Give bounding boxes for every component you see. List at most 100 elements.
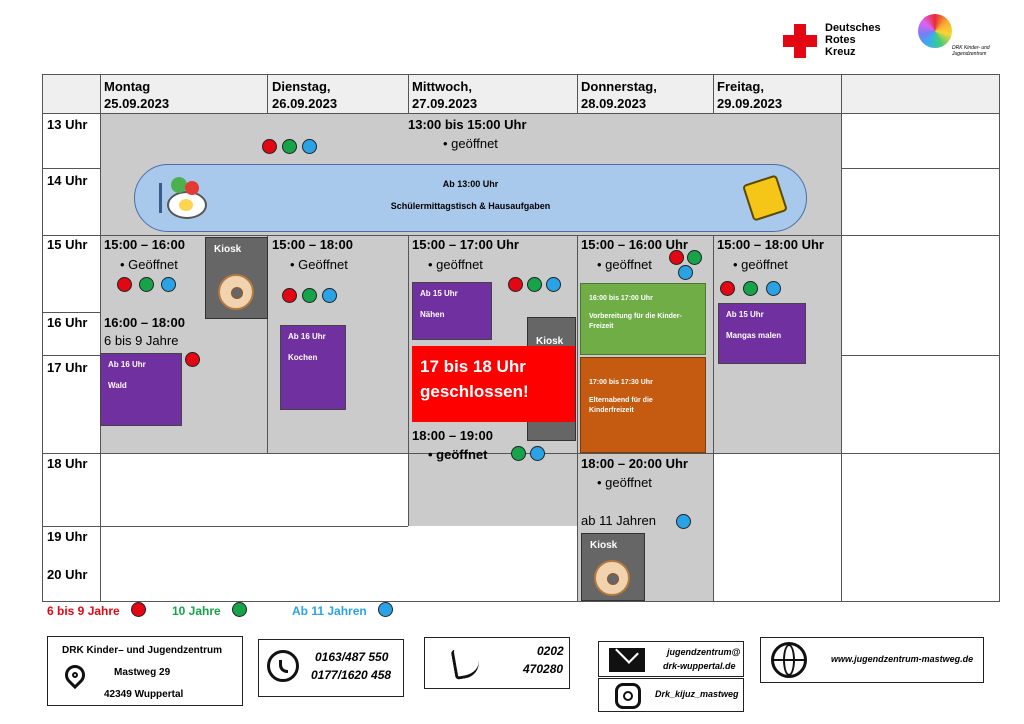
drk-name-line: Deutsches (825, 22, 881, 34)
hour-label: 18 Uhr (47, 456, 88, 471)
email-box: jugendzentrum@ drk-wuppertal.de (598, 640, 744, 677)
drk-name-line: Rotes (825, 34, 856, 46)
location-pin-icon (60, 660, 90, 697)
age-dot-blue (302, 139, 317, 154)
day-date: 25.09.2023 (104, 96, 170, 111)
age-dot-red (720, 281, 735, 296)
address-box: DRK Kinder– und Jugendzentrum Mastweg 29… (47, 636, 243, 706)
hour-label: 15 Uhr (47, 237, 88, 252)
phone-line1[interactable]: 0202 (537, 644, 564, 658)
monday-time1: 15:00 – 16:00 (104, 237, 185, 252)
status-text: geöffnet (436, 447, 488, 462)
legend-label: Ab 11 Jahren (292, 604, 367, 618)
age-dot-red (131, 602, 146, 617)
thursday-green-box: 16:00 bis 17:00 Uhr Vorbereitung für die… (580, 283, 706, 355)
tuesday-time1: 15:00 – 18:00 (272, 237, 353, 252)
thursday-time2: 18:00 – 20:00 Uhr (581, 456, 688, 471)
activity-name: Nähen (420, 309, 445, 319)
age-dot-blue (546, 277, 561, 292)
thursday-status1: • geöffnet (597, 257, 652, 272)
day-date: 26.09.2023 (272, 96, 338, 111)
hour-label: 16 Uhr (47, 315, 88, 330)
friday-status1: • geöffnet (733, 257, 788, 272)
address-line3: 42349 Wuppertal (104, 689, 184, 700)
age-dot-red (669, 250, 684, 265)
phone-box: 0202 470280 (424, 637, 570, 689)
whatsapp-number1[interactable]: 0163/487 550 (315, 650, 389, 664)
phone-icon (450, 645, 482, 681)
wednesday-status2: • geöffnet (428, 447, 488, 462)
top-block-time: 13:00 bis 15:00 Uhr (408, 117, 527, 132)
age-dot-green (687, 250, 702, 265)
instagram-icon (615, 683, 641, 709)
legend-green: 10 Jahre (172, 604, 221, 618)
donut-icon (218, 274, 254, 310)
friday-time1: 15:00 – 18:00 Uhr (717, 237, 824, 252)
status-text: geöffnet (605, 257, 652, 272)
thursday-age: ab 11 Jahren (581, 513, 656, 528)
hour-label: 20 Uhr (47, 567, 88, 582)
age-dot-red (117, 277, 132, 292)
age-dot-red (508, 277, 523, 292)
activity-name: Vorbereitung für die Kinder-Freizeit (589, 313, 682, 331)
meal-icon (159, 173, 209, 221)
thursday-time1: 15:00 – 16:00 Uhr (581, 237, 688, 252)
whatsapp-icon (267, 650, 299, 682)
age-dot-blue (322, 288, 337, 303)
monday-kiosk: Kiosk (205, 237, 268, 319)
colorful-splash-icon (918, 14, 952, 48)
activity-name: Mangas malen (726, 330, 782, 340)
wednesday-status1: • geöffnet (428, 257, 483, 272)
wednesday-closed-box: 17 bis 18 Uhr geschlossen! (412, 346, 575, 422)
kiosk-label: Kiosk (214, 244, 242, 255)
status-text: geöffnet (605, 475, 652, 490)
age-dot-blue (678, 265, 693, 280)
thursday-orange-box: 17:00 bis 17:30 Uhr Elternabend für die … (580, 357, 706, 453)
monday-time2: 16:00 – 18:00 (104, 315, 185, 330)
age-dot-blue (161, 277, 176, 292)
hour-label: 14 Uhr (47, 173, 88, 188)
status-text: geöffnet (436, 257, 483, 272)
address-line1: DRK Kinder– und Jugendzentrum (62, 645, 223, 656)
logo-text: Jugendzentrum (952, 51, 987, 57)
monday-status1: • Geöffnet (120, 257, 178, 272)
wednesday-time2: 18:00 – 19:00 (412, 428, 493, 443)
whatsapp-number2[interactable]: 0177/1620 458 (311, 668, 392, 682)
age-dot-blue (378, 602, 393, 617)
top-block-status: • geöffnet (443, 136, 498, 151)
closed-time: 17 bis 18 Uhr (420, 357, 526, 376)
drk-name-line: Kreuz (825, 46, 856, 58)
age-dot-green (232, 602, 247, 617)
status-text: geöffnet (451, 136, 498, 151)
kiosk-label: Kiosk (590, 540, 618, 551)
phone-line2[interactable]: 470280 (523, 662, 564, 676)
instagram-handle[interactable]: Drk_kijuz_mastweg (655, 689, 739, 699)
monday-age: 6 bis 9 Jahre (104, 333, 179, 348)
day-header-thursday: Donnerstag, 28.09.2023 (581, 78, 657, 112)
tuesday-status1: • Geöffnet (290, 257, 348, 272)
day-date: 29.09.2023 (717, 96, 783, 111)
activity-time: 17:00 bis 17:30 Uhr (589, 379, 653, 386)
activity-time: Ab 15 Uhr (726, 310, 764, 319)
day-name: Donnerstag, (581, 79, 657, 94)
legend-label: 10 Jahre (172, 604, 221, 618)
age-dot-red (185, 352, 200, 367)
age-dot-blue (676, 514, 691, 529)
website-url[interactable]: www.jugendzentrum-mastweg.de (831, 654, 974, 664)
day-name: Mittwoch, (412, 79, 472, 94)
closed-text: geschlossen! (420, 382, 529, 401)
hour-label: 13 Uhr (47, 117, 88, 132)
activity-time: 16:00 bis 17:00 Uhr (589, 295, 653, 302)
wednesday-time1: 15:00 – 17:00 Uhr (412, 237, 519, 252)
hour-label: 17 Uhr (47, 360, 88, 375)
age-dot-green (139, 277, 154, 292)
lunch-banner-line1: Ab 13:00 Uhr (442, 179, 499, 189)
activity-time: Ab 15 Uhr (420, 289, 458, 298)
globe-icon (771, 642, 807, 678)
status-text: Geöffnet (128, 257, 178, 272)
address-line2: Mastweg 29 (114, 667, 171, 678)
email-line1[interactable]: jugendzentrum@ (667, 647, 741, 657)
mail-icon (609, 640, 645, 672)
wednesday-naehen-box: Ab 15 Uhr Nähen (412, 282, 492, 340)
email-line2[interactable]: drk-wuppertal.de (663, 661, 736, 671)
